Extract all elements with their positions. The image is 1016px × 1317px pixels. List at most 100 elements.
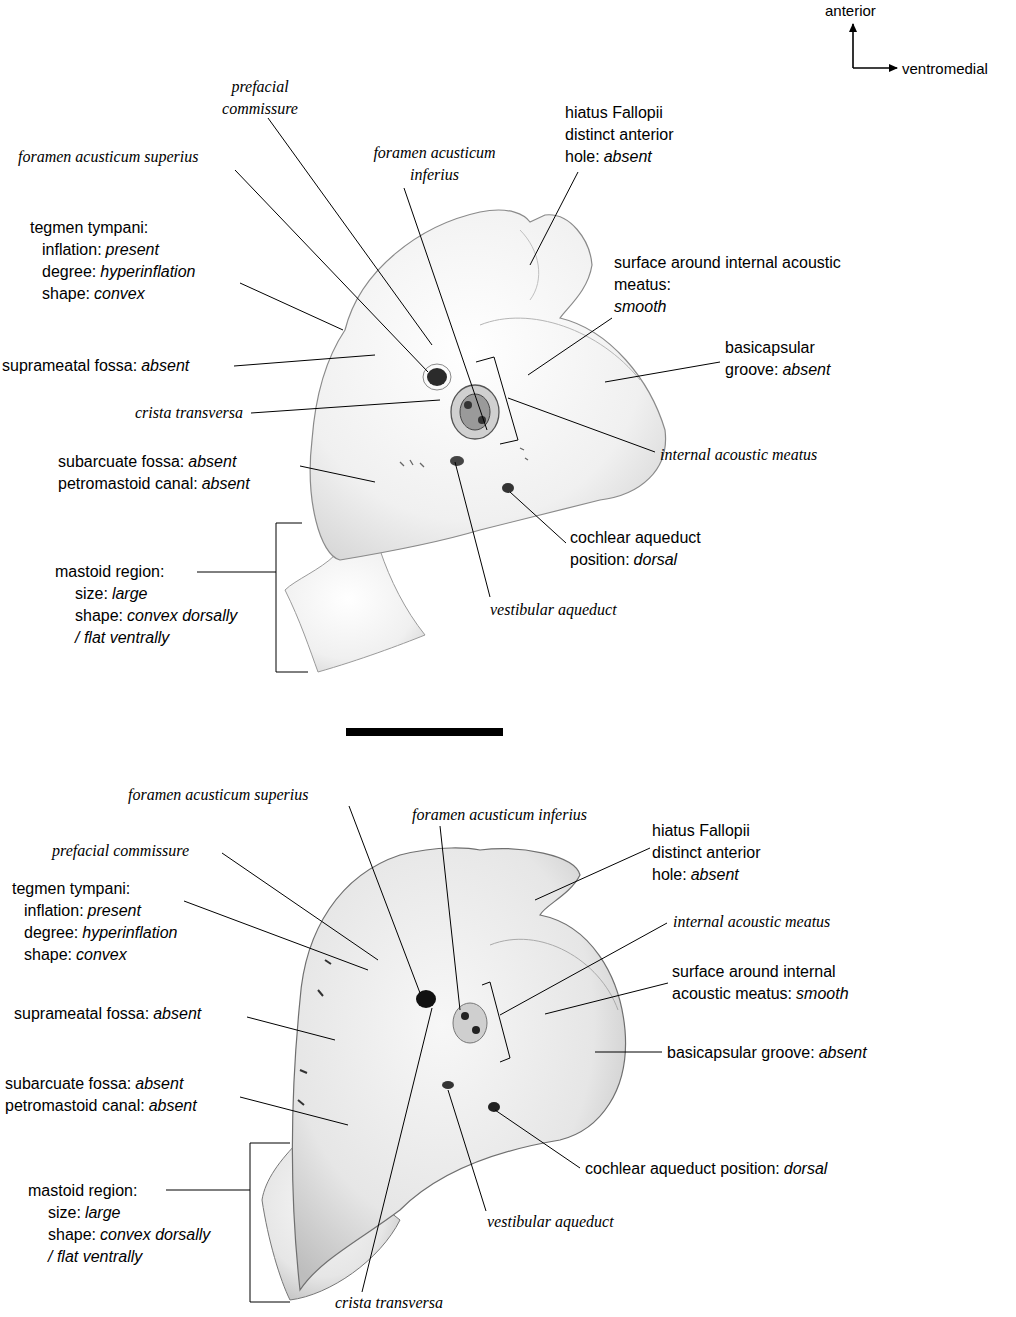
annotation-line: prefacial commissure xyxy=(205,76,315,120)
annotation-line: tegmen tympani: xyxy=(12,878,177,900)
annotation-group: hiatus Fallopii distinct anterior hole:a… xyxy=(565,102,705,168)
annotation-group: suprameatal fossa:absent xyxy=(14,1003,201,1025)
annotation-group: surface around internal acoustic meatus:… xyxy=(614,252,844,318)
annotation-group: prefacial commissure xyxy=(205,76,315,120)
annotation-group: basicapsular groove:absent xyxy=(667,1042,867,1064)
character-name: shape: xyxy=(48,1226,96,1243)
annotation-line: size:large xyxy=(28,1202,218,1224)
annotation-group: cochlear aqueduct position:dorsal xyxy=(570,527,740,571)
annotation-line: shape:convex xyxy=(30,283,195,305)
annotation-group: subarcuate fossa:absentpetromastoid cana… xyxy=(5,1073,197,1117)
annotation-group: cochlear aqueduct position:dorsal xyxy=(585,1158,827,1180)
annotation-line: mastoid region: xyxy=(55,561,245,583)
structure-name: foramen acusticum inferius xyxy=(412,806,587,823)
annotation-line: smooth xyxy=(614,296,844,318)
character-name: degree: xyxy=(42,263,96,280)
annotation-line: shape:convex dorsally / flat ventrally xyxy=(28,1224,218,1268)
annotation-line: vestibular aqueduct xyxy=(490,599,617,621)
annotation-group: vestibular aqueduct xyxy=(487,1211,614,1233)
annotation-group: hiatus Fallopii distinct anterior hole:a… xyxy=(652,820,797,886)
character-state: present xyxy=(88,902,141,919)
annotation-line: subarcuate fossa:absent xyxy=(58,451,250,473)
structure-name: crista transversa xyxy=(335,1294,443,1311)
annotation-line: foramen acusticum superius xyxy=(128,784,308,806)
annotation-line: anterior xyxy=(825,0,876,22)
character-state: absent xyxy=(782,361,830,378)
annotation-line: vestibular aqueduct xyxy=(487,1211,614,1233)
annotation-group: mastoid region: size:largeshape:convex do… xyxy=(28,1180,218,1268)
character-state: hyperinflation xyxy=(82,924,177,941)
character-state: absent xyxy=(153,1005,201,1022)
structure-name: vestibular aqueduct xyxy=(487,1213,614,1230)
annotation-group: subarcuate fossa:absentpetromastoid cana… xyxy=(58,451,250,495)
character-name: subarcuate fossa: xyxy=(58,453,184,470)
character-name: inflation: xyxy=(24,902,84,919)
structure-name: foramen acusticum superius xyxy=(128,786,308,803)
annotation-line: suprameatal fossa:absent xyxy=(2,355,189,377)
annotation-line: hiatus Fallopii distinct anterior hole:a… xyxy=(652,820,797,886)
character-state: absent xyxy=(819,1044,867,1061)
annotation-line: degree:hyperinflation xyxy=(12,922,177,944)
character-state: absent xyxy=(141,357,189,374)
character-state: dorsal xyxy=(784,1160,828,1177)
annotation-line: shape:convex xyxy=(12,944,177,966)
annotation-line: tegmen tympani: xyxy=(30,217,195,239)
annotation-group: crista transversa xyxy=(335,1292,443,1314)
annotation-line: foramen acusticum inferius xyxy=(412,804,587,826)
character-state: dorsal xyxy=(634,551,678,568)
character-state: smooth xyxy=(614,298,666,315)
character-name: basicapsular groove: xyxy=(667,1044,815,1061)
orientation-label: anterior xyxy=(825,0,876,22)
character-name: tegmen tympani: xyxy=(30,219,148,236)
structure-name: foramen acusticum inferius xyxy=(373,144,495,183)
structure-name: prefacial commissure xyxy=(52,842,189,859)
structure-name: vestibular aqueduct xyxy=(490,601,617,618)
character-name: suprameatal fossa: xyxy=(2,357,137,374)
annotation-line: foramen acusticum superius xyxy=(18,146,198,168)
annotation-line: basicapsular groove:absent xyxy=(667,1042,867,1064)
character-name: mastoid region: xyxy=(28,1182,137,1199)
structure-name: foramen acusticum superius xyxy=(18,148,198,165)
character-state: absent xyxy=(691,866,739,883)
orientation-label: ventromedial xyxy=(902,58,988,80)
annotation-group: internal acoustic meatus xyxy=(660,444,817,466)
character-state: absent xyxy=(604,148,652,165)
character-name: size: xyxy=(75,585,108,602)
annotation-line: internal acoustic meatus xyxy=(660,444,817,466)
character-name: shape: xyxy=(75,607,123,624)
character-state: absent xyxy=(149,1097,197,1114)
annotation-group: internal acoustic meatus xyxy=(673,911,830,933)
annotation-group: suprameatal fossa:absent xyxy=(2,355,189,377)
structure-name: prefacial commissure xyxy=(222,78,298,117)
character-name: inflation: xyxy=(42,241,102,258)
character-name: suprameatal fossa: xyxy=(14,1005,149,1022)
character-name: tegmen tympani: xyxy=(12,880,130,897)
annotation-line: mastoid region: xyxy=(28,1180,218,1202)
character-state: convex xyxy=(76,946,127,963)
scale-bar xyxy=(346,728,503,736)
character-name: cochlear aqueduct position: xyxy=(585,1160,780,1177)
annotation-group: foramen acusticum superius xyxy=(128,784,308,806)
annotation-line: crista transversa xyxy=(135,402,243,424)
annotation-group: vestibular aqueduct xyxy=(490,599,617,621)
annotation-group: tegmen tympani:inflation:presentdegree:h… xyxy=(30,217,195,305)
annotation-line: shape:convex dorsally / flat ventrally xyxy=(55,605,245,649)
annotation-line: foramen acusticum inferius xyxy=(352,142,517,186)
structure-name: crista transversa xyxy=(135,404,243,421)
character-name: ventromedial xyxy=(902,60,988,77)
character-state: smooth xyxy=(796,985,848,1002)
petrosal-photo xyxy=(262,848,626,1300)
orientation-arrows xyxy=(853,24,897,68)
character-name: petromastoid canal: xyxy=(58,475,198,492)
annotation-group: basicapsular groove:absent xyxy=(725,337,865,381)
character-name: shape: xyxy=(42,285,90,302)
character-state: large xyxy=(112,585,148,602)
leader-lines xyxy=(166,118,720,1302)
character-state: hyperinflation xyxy=(100,263,195,280)
structure-name: internal acoustic meatus xyxy=(660,446,817,463)
annotation-line: hiatus Fallopii distinct anterior hole:a… xyxy=(565,102,705,168)
character-state: absent xyxy=(202,475,250,492)
annotation-group: foramen acusticum inferius xyxy=(412,804,587,826)
annotation-group: mastoid region: size:large shape:convex do… xyxy=(55,561,245,649)
